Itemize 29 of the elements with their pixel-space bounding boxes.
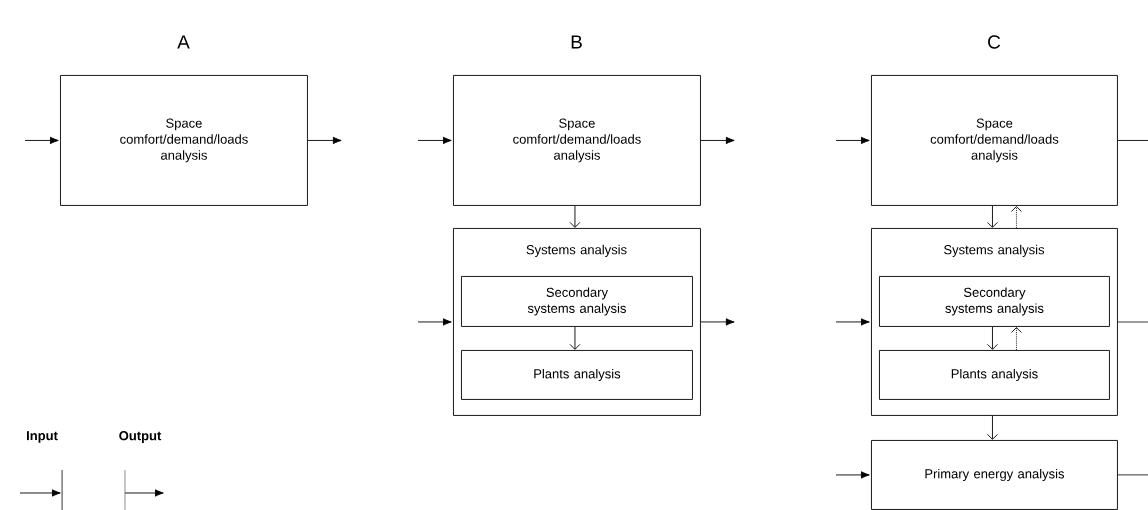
arrow [987,326,998,350]
legend-label: Input [27,431,58,443]
legend-label: Output [119,431,162,443]
process-box: Space comfort/demand/loads analysis [453,75,701,206]
input-arrow [835,136,870,145]
arrow [569,205,581,228]
output-arrow [307,136,342,145]
column-letter: C [988,35,1001,49]
output-arrow [700,318,735,326]
process-box: Plants analysis [879,350,1110,400]
arrow [987,415,998,440]
process-box: Space comfort/demand/loads analysis [871,75,1118,206]
feedback-arrow [1011,206,1022,229]
process-box: Primary energy analysis [871,440,1118,510]
input-arrow [24,136,59,145]
output-arrow [700,136,735,145]
column-letter: B [571,35,582,49]
process-box: Secondary systems analysis [461,276,693,327]
column-letter: A [177,35,190,49]
feedback-arrow [1011,327,1022,351]
input-arrow [835,318,870,326]
process-box: Space comfort/demand/loads analysis [60,75,308,206]
arrow [569,326,581,350]
input-arrow [417,136,452,145]
input-arrow [417,318,452,326]
process-box: Plants analysis [461,350,693,400]
input-arrow [835,471,870,479]
process-box: Secondary systems analysis [879,276,1110,327]
arrow [987,205,998,228]
